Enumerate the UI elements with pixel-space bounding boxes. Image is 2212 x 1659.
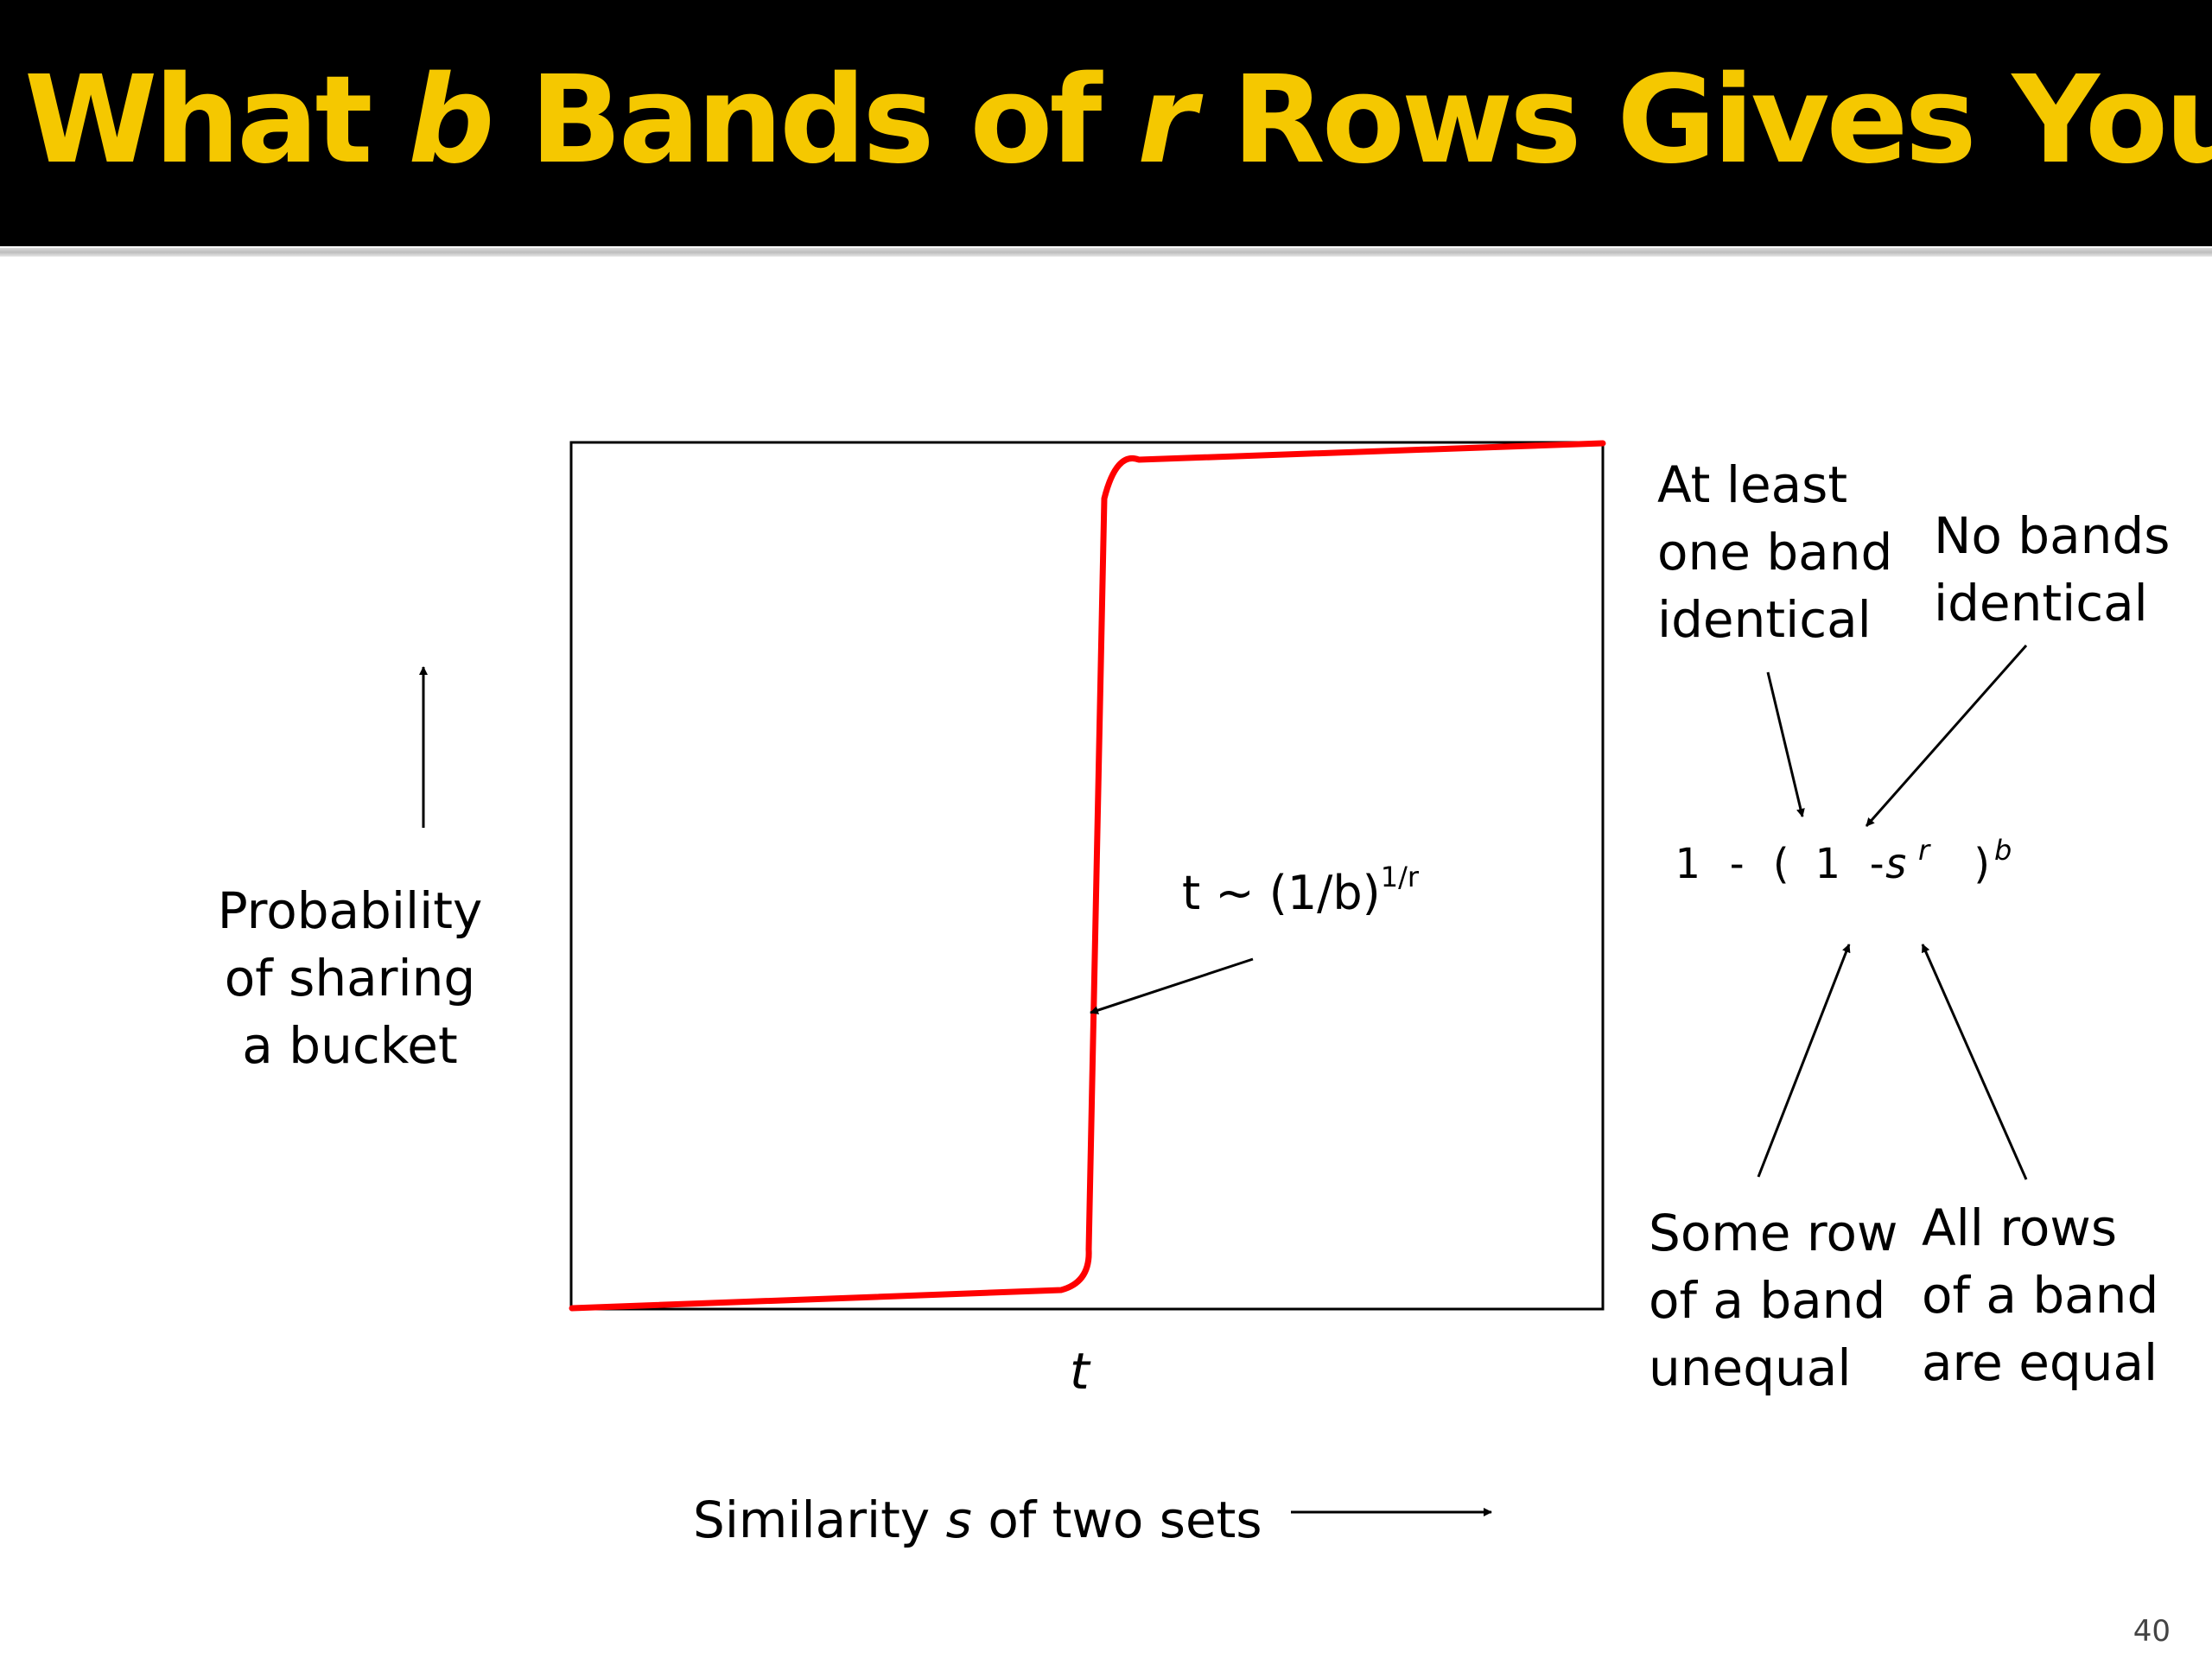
title-part-2: Bands of — [491, 50, 1138, 191]
formula-s: s — [1884, 840, 1909, 888]
x-axis-label: Similarity s of two sets — [693, 1486, 1262, 1554]
title-divider — [0, 248, 2212, 257]
title-part-1: What — [24, 50, 409, 191]
no-bands-arrow — [1865, 645, 2028, 827]
at-least-one-arrow — [1766, 671, 1805, 817]
annotation-some-row: Some row of a band unequal — [1649, 1204, 1898, 1397]
threshold-exponent: 1/r — [1380, 861, 1420, 893]
y-axis-label: Probability of sharing a bucket — [207, 877, 493, 1079]
x-axis-label-var: s — [945, 1491, 972, 1549]
formula-one-minus: 1 - — [1675, 840, 1750, 888]
title-part-3: Rows Gives You — [1193, 50, 2212, 191]
formula-inner-one-minus: 1 - — [1815, 840, 1890, 888]
formula-r-exponent: r — [1918, 834, 1930, 867]
threshold-annotation: t ~ (1/b)1/r — [1182, 843, 1419, 927]
formula-b-exponent: b — [1994, 834, 2012, 867]
y-axis-label-line-1: Probability — [217, 881, 483, 940]
t-tick-label: t — [1070, 1342, 1090, 1401]
slide-title: What b Bands of r Rows Gives You — [24, 43, 2212, 199]
formula-open-paren: ( — [1768, 840, 1793, 888]
title-var-r: r — [1137, 50, 1197, 191]
y-axis-label-line-3: a bucket — [242, 1016, 458, 1075]
y-axis-label-line-2: of sharing — [224, 949, 476, 1007]
plot-frame — [569, 441, 1605, 1311]
annotation-at-least-one-band: At least one band identical — [1657, 455, 1893, 649]
formula-close-paren: ) — [1970, 840, 1995, 888]
threshold-base: t ~ (1/b) — [1182, 866, 1381, 920]
title-bar — [0, 0, 2212, 246]
threshold-pointer-arrow — [1090, 957, 1254, 1014]
page-number: 40 — [2133, 1614, 2171, 1649]
x-axis-label-part-1: Similarity — [693, 1491, 946, 1549]
all-rows-arrow — [1921, 944, 2028, 1180]
s-curve — [569, 440, 1606, 1312]
some-row-arrow — [1757, 944, 1851, 1178]
x-axis-label-part-2: of two sets — [971, 1491, 1262, 1549]
annotation-no-bands: No bands identical — [1934, 506, 2171, 632]
annotation-all-rows: All rows of a band are equal — [1922, 1198, 2159, 1392]
title-var-b: b — [408, 50, 494, 191]
